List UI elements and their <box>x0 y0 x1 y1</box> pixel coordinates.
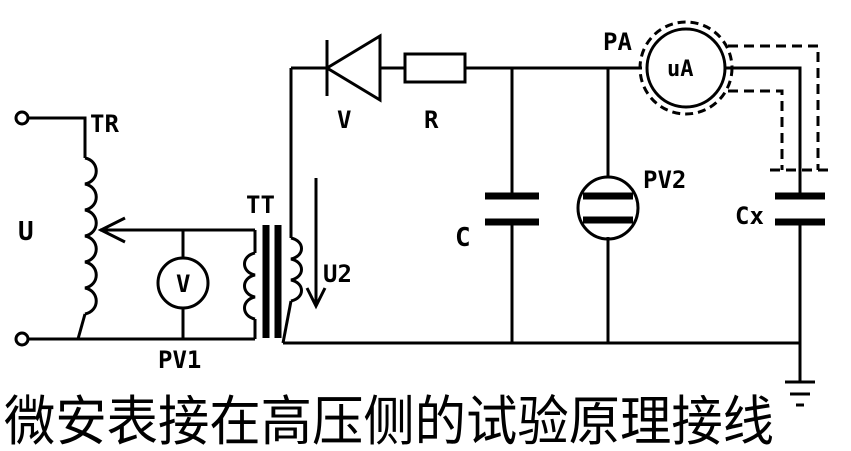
resistor-r <box>403 52 467 84</box>
diode-v <box>324 33 382 103</box>
ground-icon <box>785 380 815 407</box>
label-cx: Cx <box>735 202 764 230</box>
shield-lower <box>728 89 784 170</box>
label-v-meter: V <box>176 270 190 298</box>
input-terminal-bottom <box>14 331 30 347</box>
label-u2: U2 <box>323 260 352 288</box>
label-pv1: PV1 <box>158 346 201 374</box>
label-r: R <box>424 106 439 134</box>
wiper-arrowhead <box>97 216 126 244</box>
label-pv2: PV2 <box>643 166 686 194</box>
wire-tr-bottom <box>76 313 87 340</box>
label-tr: TR <box>90 110 119 138</box>
transformer-primary-coil <box>243 251 256 321</box>
wire-to-cx <box>725 66 802 195</box>
label-pa: PA <box>603 28 632 56</box>
wire-tt-secondary-bottom <box>281 300 293 344</box>
label-ua: uA <box>667 57 694 82</box>
diagram-caption: 微安表接在高压侧的试验原理接线 <box>4 390 774 451</box>
label-tt: TT <box>246 191 275 219</box>
regulator-coil-tr <box>84 156 98 316</box>
voltmeter-pv2 <box>576 175 640 241</box>
input-terminal-top <box>14 110 30 126</box>
label-v-diode: V <box>337 106 351 134</box>
u2-arrowhead <box>305 287 327 310</box>
label-c: C <box>455 223 471 253</box>
wire-input-top <box>28 116 87 158</box>
transformer-secondary-coil <box>290 236 303 303</box>
label-u: U <box>18 217 34 247</box>
shield-upper <box>728 44 820 170</box>
